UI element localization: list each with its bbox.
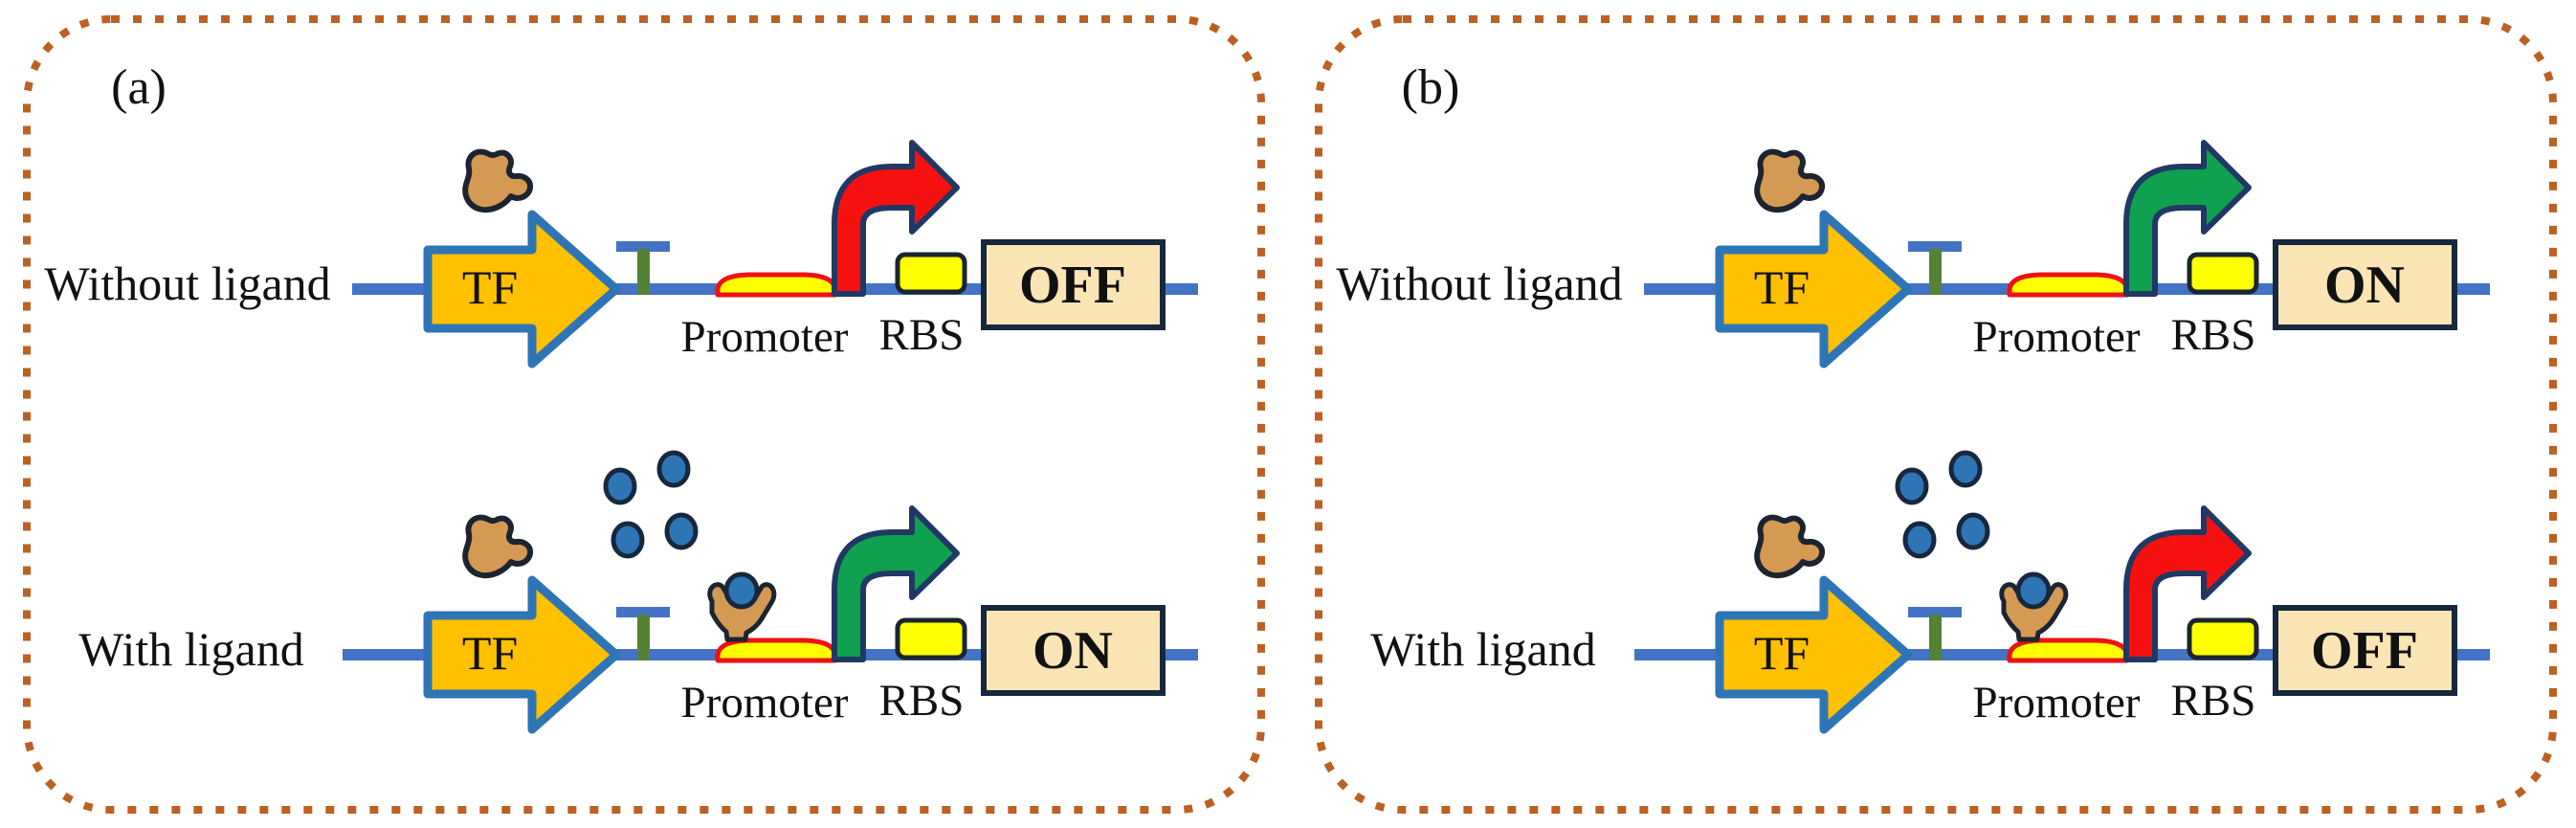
tf-label: TF <box>1754 626 1810 680</box>
promoter-label: Promoter <box>681 678 849 727</box>
rbs-label: RBS <box>2171 676 2256 726</box>
condition-label: Without ligand <box>1336 257 1622 310</box>
panel-a-dashed-border <box>23 15 1265 814</box>
rbs-icon <box>898 620 965 658</box>
promoter-label: Promoter <box>681 312 849 362</box>
rbs-label: RBS <box>879 310 965 360</box>
promoter-icon <box>718 275 835 295</box>
panel-b-row-with-ligand: With ligand TF Promoter RBS OFF <box>1370 453 2490 729</box>
panel-b: (b) Without ligand TF Promoter RBS ON <box>1315 15 2557 814</box>
promoter-label: Promoter <box>1973 312 2141 362</box>
tf-label: TF <box>462 626 518 680</box>
panel-b-label: (b) <box>1402 60 1460 115</box>
promoter-icon <box>2010 640 2127 660</box>
condition-label: With ligand <box>78 622 303 676</box>
panel-b-dashed-border <box>1315 15 2557 814</box>
state-label: ON <box>2324 256 2405 315</box>
condition-label: Without ligand <box>44 257 330 310</box>
rbs-icon <box>2189 255 2256 292</box>
state-label: ON <box>1033 621 1113 681</box>
rbs-label: RBS <box>2171 310 2256 360</box>
panel-a-row-without-ligand: Without ligand TF Promoter RBS OFF <box>44 143 1198 364</box>
panel-a-label: (a) <box>111 60 167 115</box>
rbs-label: RBS <box>879 676 965 726</box>
rbs-icon <box>2189 620 2256 658</box>
panel-a-row-with-ligand: With ligand TF Promoter RBS ON <box>78 453 1198 729</box>
condition-label: With ligand <box>1370 622 1595 676</box>
panel-b-row-without-ligand: Without ligand TF Promoter RBS ON <box>1336 143 2490 364</box>
state-label: OFF <box>2311 621 2418 681</box>
panel-a: (a) Without ligand TF Promoter RBS OFF <box>23 15 1265 814</box>
rbs-icon <box>898 255 965 292</box>
promoter-icon <box>2010 275 2127 295</box>
tf-label: TF <box>1754 260 1810 314</box>
promoter-label: Promoter <box>1973 678 2141 727</box>
promoter-icon <box>718 640 835 660</box>
state-label: OFF <box>1019 256 1126 315</box>
tf-label: TF <box>462 260 518 314</box>
